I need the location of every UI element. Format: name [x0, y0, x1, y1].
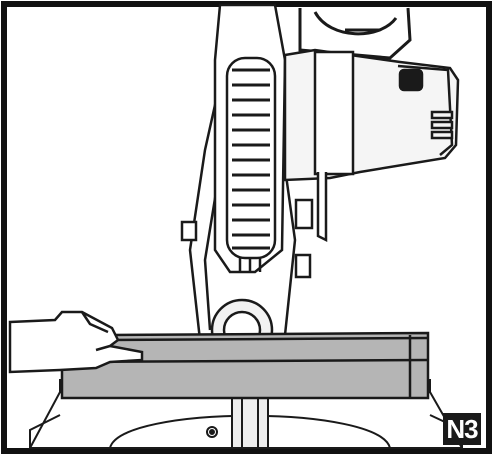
handle-icon: [298, 7, 412, 60]
motor-housing-icon: [283, 48, 460, 243]
figure-label: N3: [443, 413, 481, 445]
workpiece-icon: [60, 331, 430, 400]
hand-icon: [8, 310, 144, 374]
saw-blade-guard-icon: [213, 3, 287, 274]
